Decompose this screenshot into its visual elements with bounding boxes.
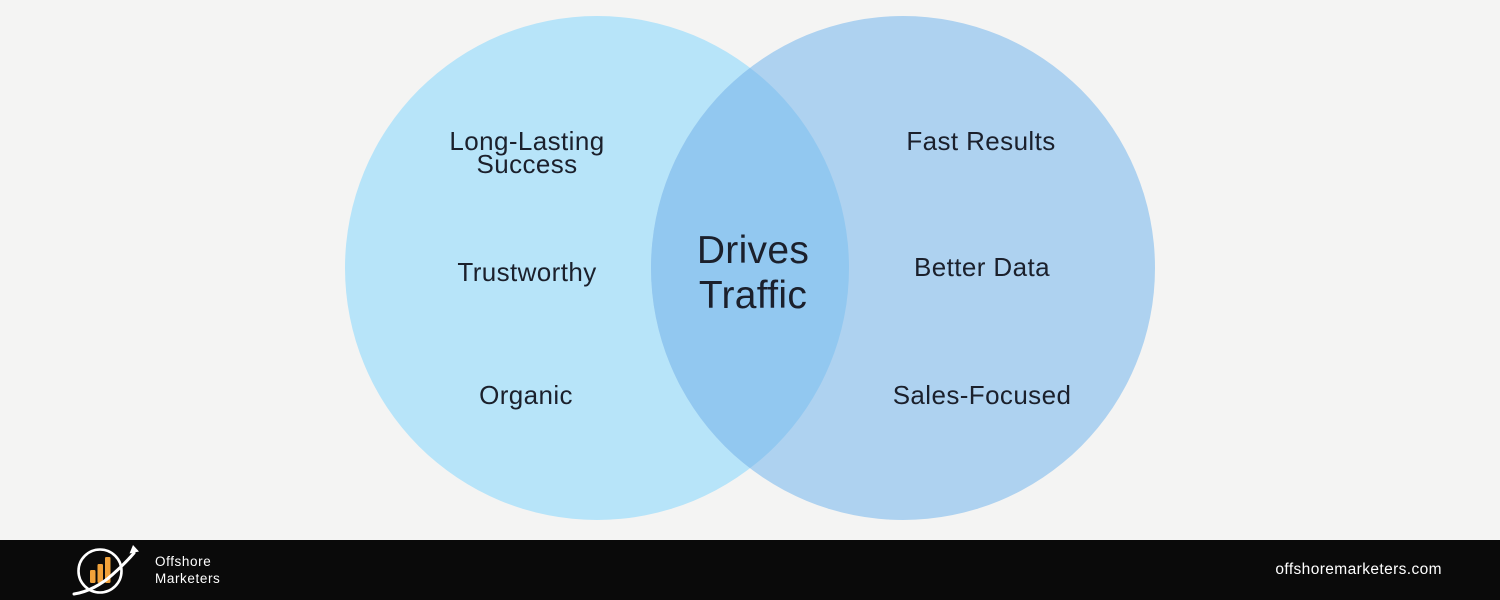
right-item-sales-focused: Sales-Focused bbox=[892, 380, 1072, 410]
brand-lockup: Offshore Marketers bbox=[70, 542, 220, 598]
right-item-better-data: Better Data bbox=[914, 252, 1050, 282]
left-item-organic: Organic bbox=[479, 380, 573, 410]
overlap-lens bbox=[651, 16, 849, 520]
bar-chart-growth-arrow-icon bbox=[72, 545, 139, 596]
overlap-label-drives-traffic: Drives Traffic bbox=[696, 229, 810, 317]
footer-bar: Offshore Marketers offshoremarketers.com bbox=[0, 540, 1500, 600]
website-url: offshoremarketers.com bbox=[1275, 561, 1442, 578]
right-item-fast-results: Fast Results bbox=[906, 126, 1056, 156]
brand-name: Offshore Marketers bbox=[155, 553, 220, 587]
left-item-trustworthy: Trustworthy bbox=[457, 257, 597, 287]
venn-circles bbox=[345, 16, 1155, 520]
left-item-long-lasting-success: Long-Lasting Success bbox=[449, 126, 605, 179]
brand-name-line1: Offshore bbox=[155, 554, 212, 569]
brand-name-line2: Marketers bbox=[155, 571, 221, 586]
